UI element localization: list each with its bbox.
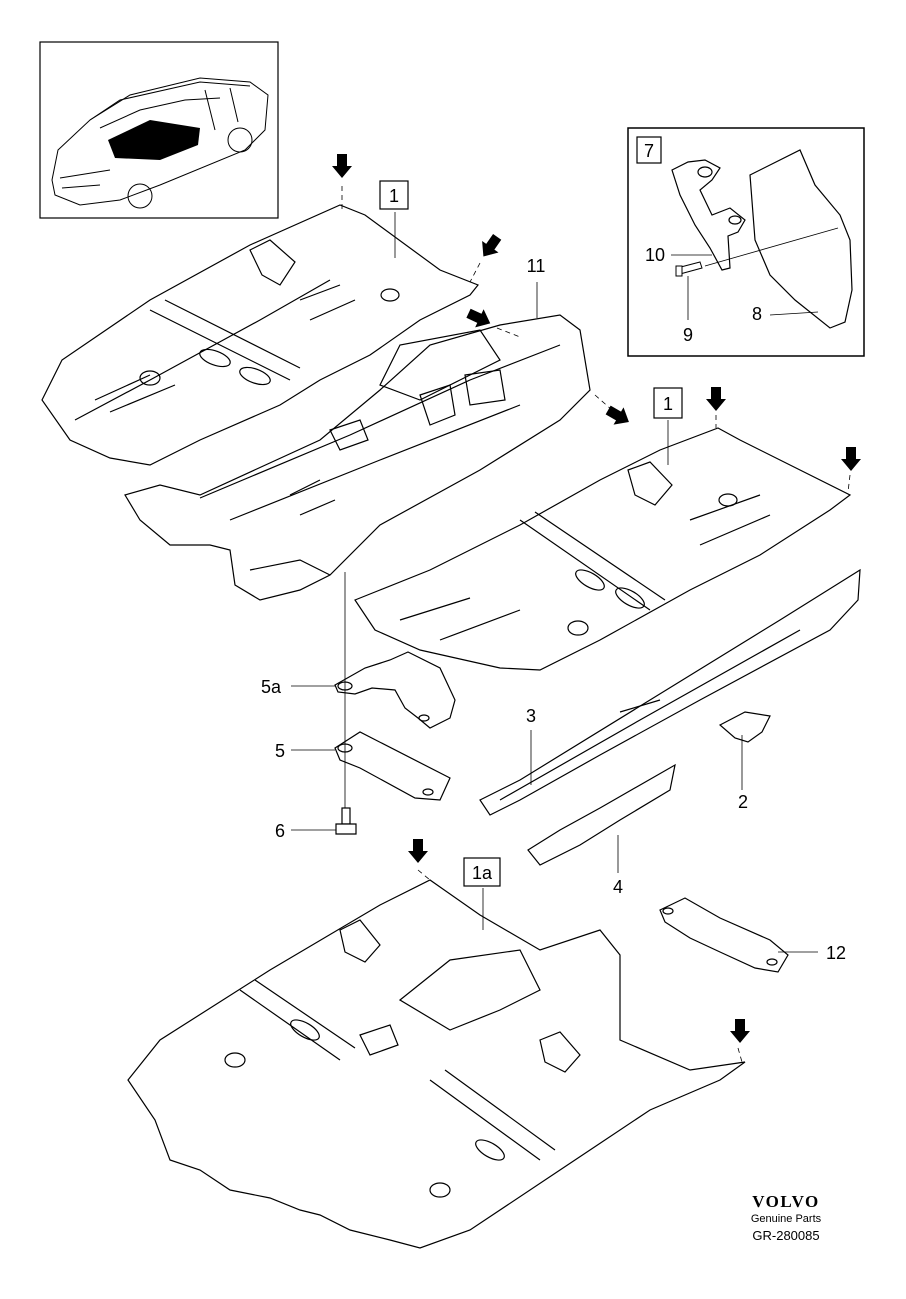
bracket-5a: [334, 651, 456, 729]
callout-box-1-right: [653, 387, 683, 419]
down-arrow-icon: [706, 387, 726, 411]
down-arrow-icon: [408, 839, 428, 863]
mudflap-8: [749, 149, 853, 329]
front-floor-panel-left: [41, 204, 479, 466]
car-thumbnail-icon: [51, 77, 269, 209]
callout-1-right: 1: [663, 394, 673, 414]
front-floor-panel-right: [354, 427, 852, 671]
bracket-10: [671, 159, 746, 271]
sill-3: [479, 568, 861, 816]
callout-1-top: 1: [389, 186, 399, 206]
callout-4: 4: [613, 877, 623, 897]
callout-8: 8: [752, 304, 762, 324]
down-arrow-icon: [841, 447, 861, 471]
floor-assembly-1a: [127, 879, 746, 1249]
leader-lines: [291, 212, 819, 953]
down-arrow-icon: [475, 231, 506, 263]
floor-highlight: [108, 120, 200, 160]
screw-9: [675, 261, 703, 277]
bracket-12: [659, 897, 789, 973]
vehicle-thumbnail: [39, 41, 279, 219]
callout-7: 7: [644, 141, 654, 161]
bolt-6: [335, 807, 357, 835]
tunnel-section: [124, 314, 591, 601]
callout-9: 9: [683, 325, 693, 345]
detail-inset-7: [627, 127, 865, 357]
callout-box-1a: [463, 857, 501, 887]
callout-12: 12: [826, 943, 846, 963]
callout-11: 11: [527, 256, 546, 276]
down-arrow-icon: [730, 1019, 750, 1043]
clip-2: [718, 711, 771, 743]
diagram-code: GR-280085: [752, 1228, 820, 1243]
plate-5: [334, 731, 451, 801]
callout-2: 2: [738, 792, 748, 812]
down-arrow-icon: [332, 154, 352, 178]
sill-4: [527, 763, 676, 866]
callout-10: 10: [645, 245, 665, 265]
callout-3: 3: [526, 706, 536, 726]
callout-6: 6: [275, 821, 285, 841]
brand-block: VOLVO Genuine Parts GR-280085: [736, 1192, 836, 1243]
down-arrow-icon: [603, 401, 634, 431]
volvo-logo: VOLVO: [752, 1192, 820, 1211]
brand-tagline: Genuine Parts: [750, 1213, 822, 1225]
callout-box-1-top: [379, 180, 409, 210]
callout-1a: 1a: [472, 863, 493, 883]
callout-5: 5: [275, 741, 285, 761]
callout-5a: 5a: [261, 677, 282, 697]
